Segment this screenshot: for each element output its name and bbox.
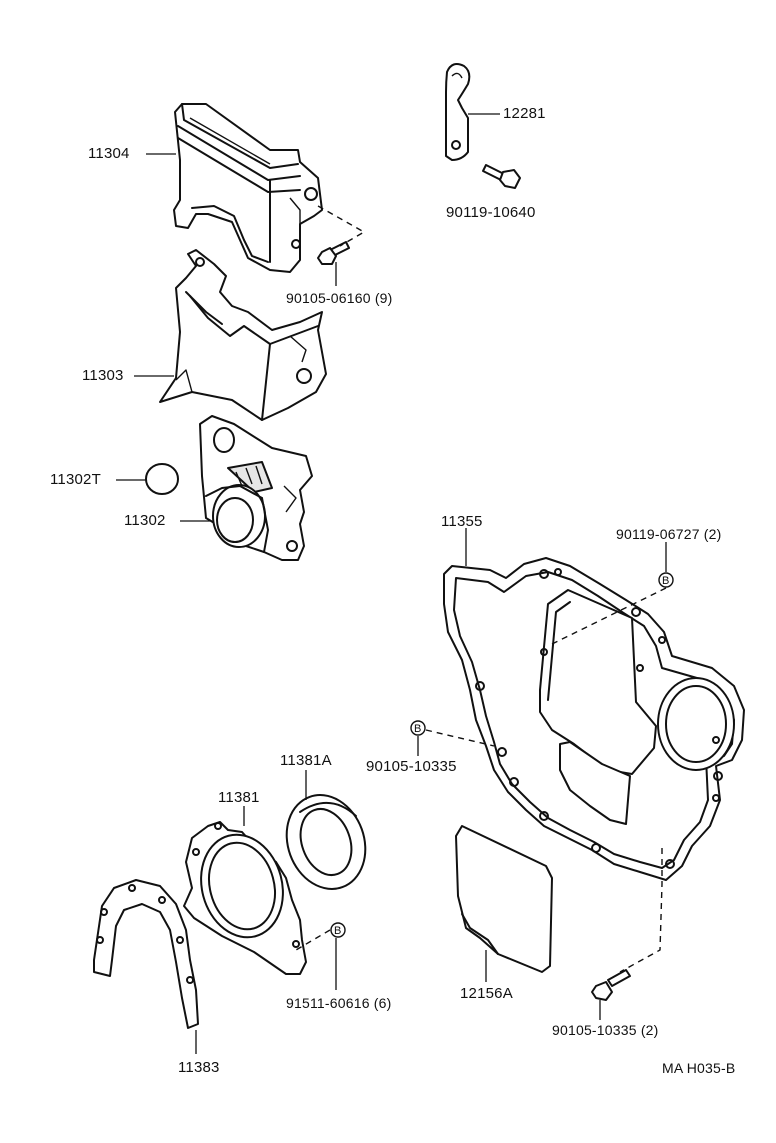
label-90105-06160: 90105-06160 (9) (286, 290, 393, 306)
part-12281-bracket (445, 63, 471, 161)
svg-text:B: B (414, 723, 421, 735)
part-11304-upper-cover (173, 103, 323, 273)
label-90105-10335-left: 90105-10335 (366, 758, 457, 775)
label-11381: 11381 (218, 789, 260, 806)
label-12281: 12281 (503, 105, 546, 122)
label-11302: 11302 (124, 512, 166, 529)
part-11383-gasket (93, 879, 199, 1029)
bolt-90105-06160 (317, 241, 350, 265)
marker-b-top: B (658, 572, 674, 588)
bolt-90119-10640 (482, 164, 521, 189)
part-11355-end-plate (443, 557, 745, 881)
label-11304: 11304 (88, 145, 130, 162)
label-11355: 11355 (441, 513, 483, 530)
part-11381A-oil-seal (285, 794, 367, 890)
svg-text:B: B (334, 925, 341, 937)
svg-text:B: B (662, 575, 669, 587)
label-91511-60616: 91511-60616 (6) (286, 995, 392, 1011)
label-90119-06727: 90119-06727 (2) (616, 526, 722, 542)
diagram-reference-code: MA H035-B (662, 1060, 736, 1076)
part-11302-lower-cover (199, 415, 313, 561)
marker-b-lower: B (330, 922, 346, 938)
label-90105-10335-lower: 90105-10335 (2) (552, 1022, 659, 1038)
label-11302T: 11302T (50, 471, 101, 488)
bolt-90105-10335-lower (591, 969, 631, 1001)
part-12156A-cover-plate (455, 825, 553, 973)
label-11383: 11383 (178, 1059, 220, 1076)
marker-b-left: B (410, 720, 426, 736)
part-11381-retainer (183, 821, 307, 975)
label-11381A: 11381A (280, 752, 332, 769)
label-11303: 11303 (82, 367, 124, 384)
part-11303-middle-cover (159, 249, 327, 421)
label-90119-10640: 90119-10640 (446, 204, 536, 221)
label-12156A: 12156A (460, 985, 513, 1002)
part-11302T-plug (145, 463, 179, 495)
